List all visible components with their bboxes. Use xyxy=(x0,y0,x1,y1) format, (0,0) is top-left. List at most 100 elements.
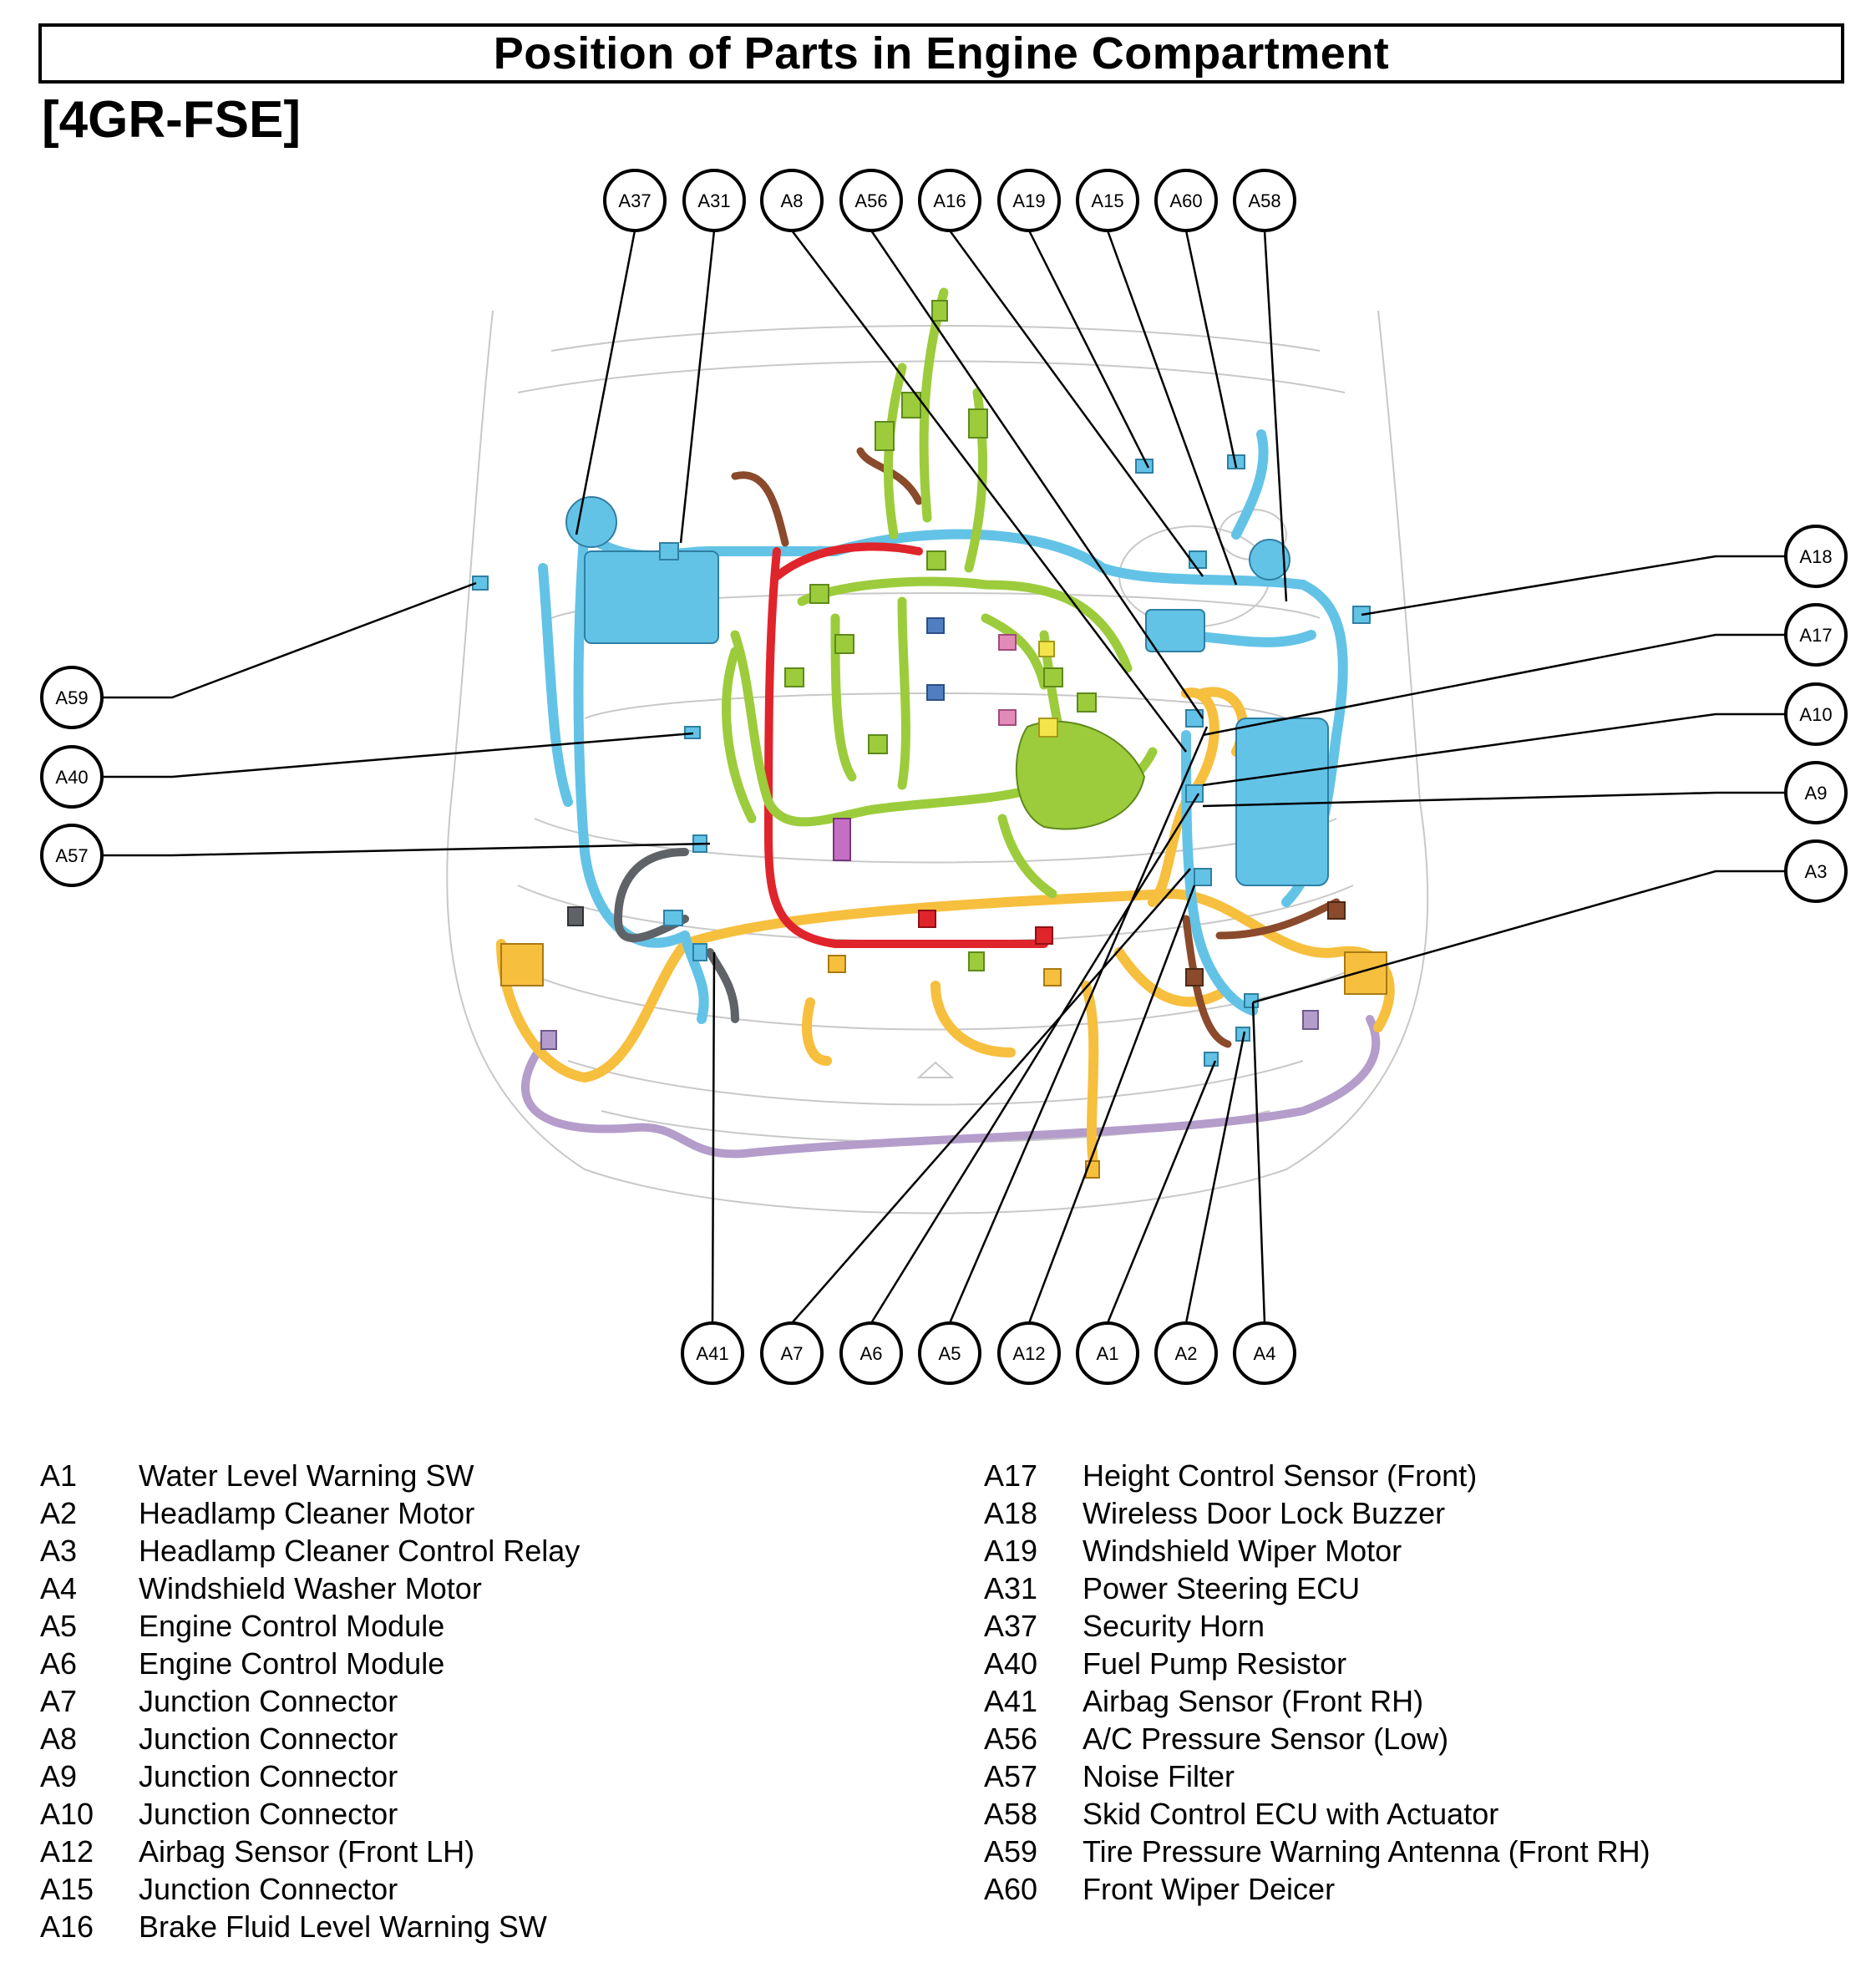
callout-a12: A12 xyxy=(997,1321,1061,1385)
callout-label: A7 xyxy=(781,1343,804,1364)
callout-a59: A59 xyxy=(40,666,104,729)
callout-a37: A37 xyxy=(603,169,667,232)
leader-line-a10 xyxy=(1202,713,1786,787)
callout-circle xyxy=(839,169,903,232)
legend-code: A12 xyxy=(40,1834,94,1869)
callout-a58: A58 xyxy=(1233,169,1296,232)
legend-code: A6 xyxy=(40,1646,78,1681)
legend-part-name: Engine Control Module xyxy=(139,1646,445,1681)
legend-part-name: Engine Control Module xyxy=(139,1609,445,1643)
leader-line-a12 xyxy=(1027,885,1196,1324)
callout-circle xyxy=(1784,682,1848,746)
leader-line-a59 xyxy=(102,581,477,699)
callout-a17: A17 xyxy=(1784,603,1848,667)
callout-a3: A3 xyxy=(1784,839,1848,903)
callout-label: A41 xyxy=(696,1343,728,1364)
legend-part-name: Front Wiper Deicer xyxy=(1083,1872,1336,1906)
callout-label: A60 xyxy=(1169,190,1202,211)
leader-line-a41 xyxy=(711,951,716,1324)
legend-code: A56 xyxy=(984,1722,1038,1756)
callout-a4: A4 xyxy=(1233,1321,1296,1385)
leader-line-a5 xyxy=(948,726,1209,1324)
callout-a6: A6 xyxy=(839,1321,903,1385)
callout-circle xyxy=(918,169,981,232)
callout-label: A10 xyxy=(1799,704,1832,725)
legend-code: A1 xyxy=(40,1458,78,1493)
leader-line-a31 xyxy=(679,230,716,544)
callout-a56: A56 xyxy=(839,169,903,232)
leader-line-a6 xyxy=(870,793,1200,1324)
callout-label: A31 xyxy=(697,190,730,211)
callout-circle xyxy=(1784,761,1848,824)
callout-label: A18 xyxy=(1799,546,1832,567)
legend-part-name: Noise Filter xyxy=(1083,1759,1235,1793)
legend-code: A58 xyxy=(984,1797,1038,1831)
callout-a8: A8 xyxy=(760,169,824,232)
callout-label: A16 xyxy=(933,190,966,211)
callout-circle xyxy=(603,169,667,232)
leader-line-a58 xyxy=(1263,230,1288,602)
legend-part-name: Junction Connector xyxy=(139,1797,398,1831)
callout-a18: A18 xyxy=(1784,525,1848,588)
legend-code: A8 xyxy=(40,1722,78,1756)
callout-label: A8 xyxy=(781,190,804,211)
legend-code: A37 xyxy=(984,1609,1038,1643)
legend-part-name: Brake Fluid Level Warning SW xyxy=(139,1909,547,1944)
callout-circle xyxy=(1076,169,1139,232)
leader-line-a56 xyxy=(870,230,1204,719)
connector-blocks-misc xyxy=(472,454,1387,1179)
title-box: Position of Parts in Engine Compartment xyxy=(38,23,1844,84)
legend-row-a6: A6 Engine Control Module xyxy=(40,1645,580,1682)
callout-circle xyxy=(1154,1321,1218,1385)
leader-line-a1 xyxy=(1106,1060,1217,1324)
callout-a16: A16 xyxy=(918,169,981,232)
callout-circle xyxy=(760,1321,824,1385)
legend-code: A5 xyxy=(40,1609,78,1643)
harness-blue-blocks xyxy=(565,496,1329,886)
callout-a19: A19 xyxy=(997,169,1061,232)
leader-line-a4 xyxy=(1251,1002,1266,1324)
legend-part-name: Headlamp Cleaner Control Relay xyxy=(139,1534,581,1568)
legend-part-name: Airbag Sensor (Front RH) xyxy=(1083,1684,1424,1718)
callout-label: A15 xyxy=(1091,190,1123,211)
callout-circle xyxy=(918,1321,981,1385)
harness-purple xyxy=(520,1015,1381,1159)
legend-part-name: Power Steering ECU xyxy=(1083,1571,1361,1605)
legend-code: A7 xyxy=(40,1684,78,1718)
legend-code: A3 xyxy=(40,1534,78,1568)
legend-part-name: Water Level Warning SW xyxy=(139,1458,474,1493)
harness-red xyxy=(763,542,1048,948)
callout-a2: A2 xyxy=(1154,1321,1218,1385)
callout-label: A17 xyxy=(1799,625,1832,646)
engine-compartment-diagram: A37A31A8A56A16A19A15A60A58A41A7A6A5A12A1… xyxy=(40,169,1848,1385)
callout-circle xyxy=(760,169,824,232)
callout-label: A1 xyxy=(1097,1343,1119,1364)
callout-a9: A9 xyxy=(1784,761,1848,824)
harness-gray xyxy=(613,848,739,1023)
leader-line-a7 xyxy=(791,868,1191,1324)
leader-line-a2 xyxy=(1184,1031,1246,1324)
callout-label: A40 xyxy=(55,767,88,788)
leader-line-a9 xyxy=(1202,791,1786,808)
leader-line-a17 xyxy=(1202,633,1786,737)
leader-line-a18 xyxy=(1361,555,1786,616)
callout-label: A37 xyxy=(618,190,651,211)
legend-part-name: Junction Connector xyxy=(139,1759,398,1793)
legend-code: A9 xyxy=(40,1759,78,1793)
legend-code: A40 xyxy=(984,1646,1038,1681)
callout-circle xyxy=(997,1321,1061,1385)
legend-part-name: Junction Connector xyxy=(139,1872,398,1906)
legend-code: A2 xyxy=(40,1496,78,1530)
callout-circle xyxy=(1784,525,1848,588)
legend-part-name: Tire Pressure Warning Antenna (Front RH) xyxy=(1083,1834,1650,1869)
leader-line-a15 xyxy=(1106,230,1238,586)
